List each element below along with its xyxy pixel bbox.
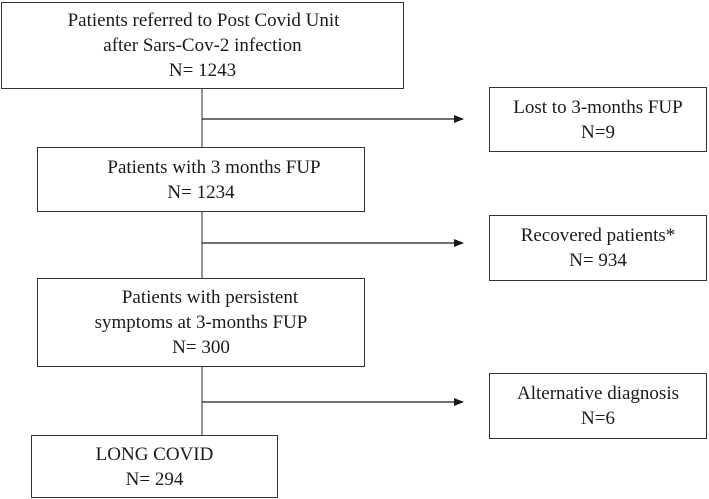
lost-to-fup-box: Lost to 3-months FUP N=9 [489,87,707,152]
long-covid-label: LONG COVID [95,443,214,465]
referred-patients-count: N= 1243 [168,60,237,81]
long-covid-count: N= 294 [125,468,184,490]
persistent-symptoms-line2: symptoms at 3-months FUP [94,312,308,333]
lost-to-fup-label: Lost to 3-months FUP [513,96,683,118]
referred-patients-box: Patients referred to Post Covid Unit aft… [1,2,404,89]
lost-to-fup-count: N=9 [581,121,615,143]
alternative-diagnosis-box: Alternative diagnosis N=6 [489,373,707,439]
three-month-fup-label: Patients with 3 months FUP [107,156,321,178]
three-month-fup-count: N= 1234 [167,181,235,203]
long-covid-box: LONG COVID N= 294 [31,435,278,498]
recovered-patients-box: Recovered patients* N= 934 [489,215,707,281]
alternative-diagnosis-label: Alternative diagnosis [517,383,679,404]
recovered-patients-label: Recovered patients* [520,225,676,246]
three-month-fup-box: Patients with 3 months FUP N= 1234 [37,147,365,212]
referred-patients-line1: Patients referred to Post Covid Unit [67,10,340,31]
referred-patients-line2: after Sars-Cov-2 infection [103,35,302,56]
persistent-symptoms-box: Patients with persistent symptoms at 3-m… [37,278,365,367]
persistent-symptoms-count: N= 300 [172,337,230,358]
alternative-diagnosis-count: N=6 [581,408,615,429]
recovered-patients-count: N= 934 [569,250,627,271]
persistent-symptoms-line1: Patients with persistent [121,287,299,308]
